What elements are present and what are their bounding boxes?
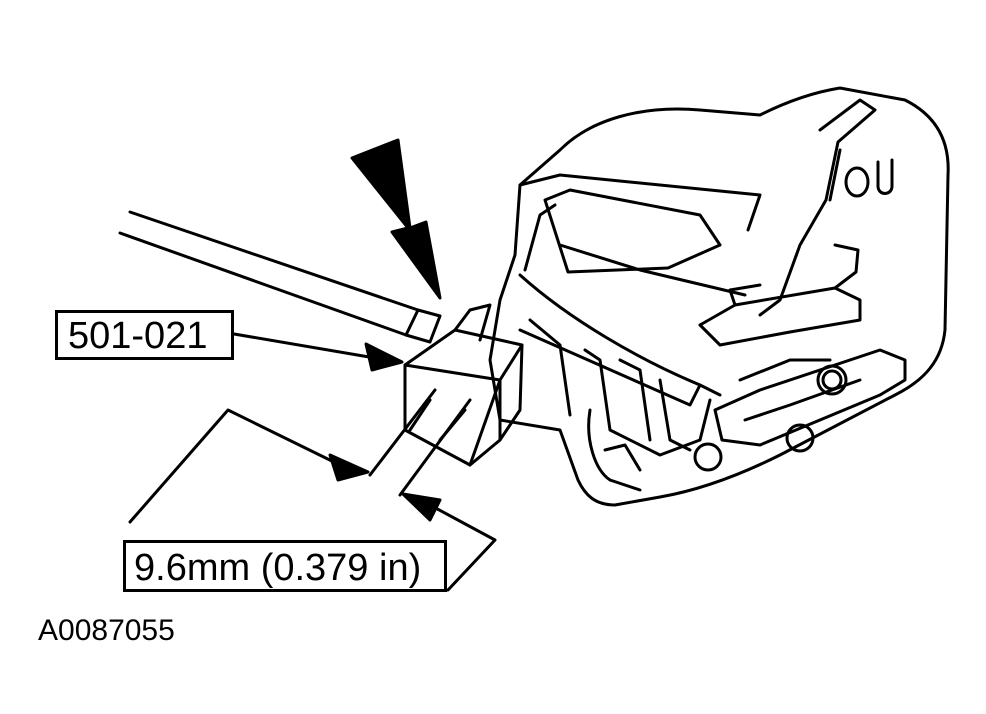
dimension-label: 9.6mm (0.379 in) xyxy=(123,540,447,592)
dimension-text: 9.6mm (0.379 in) xyxy=(134,547,422,589)
latch-housing xyxy=(488,86,950,507)
pointer-arrow xyxy=(350,138,442,300)
mounting-holes xyxy=(693,158,894,472)
tool-number-label: 501-021 xyxy=(55,310,234,360)
figure-id: A0087055 xyxy=(38,614,175,647)
dimension-lines xyxy=(128,408,497,592)
tool-number-text: 501-021 xyxy=(68,315,208,357)
tool-501-021 xyxy=(118,210,524,497)
tool-leader-line xyxy=(232,332,404,372)
